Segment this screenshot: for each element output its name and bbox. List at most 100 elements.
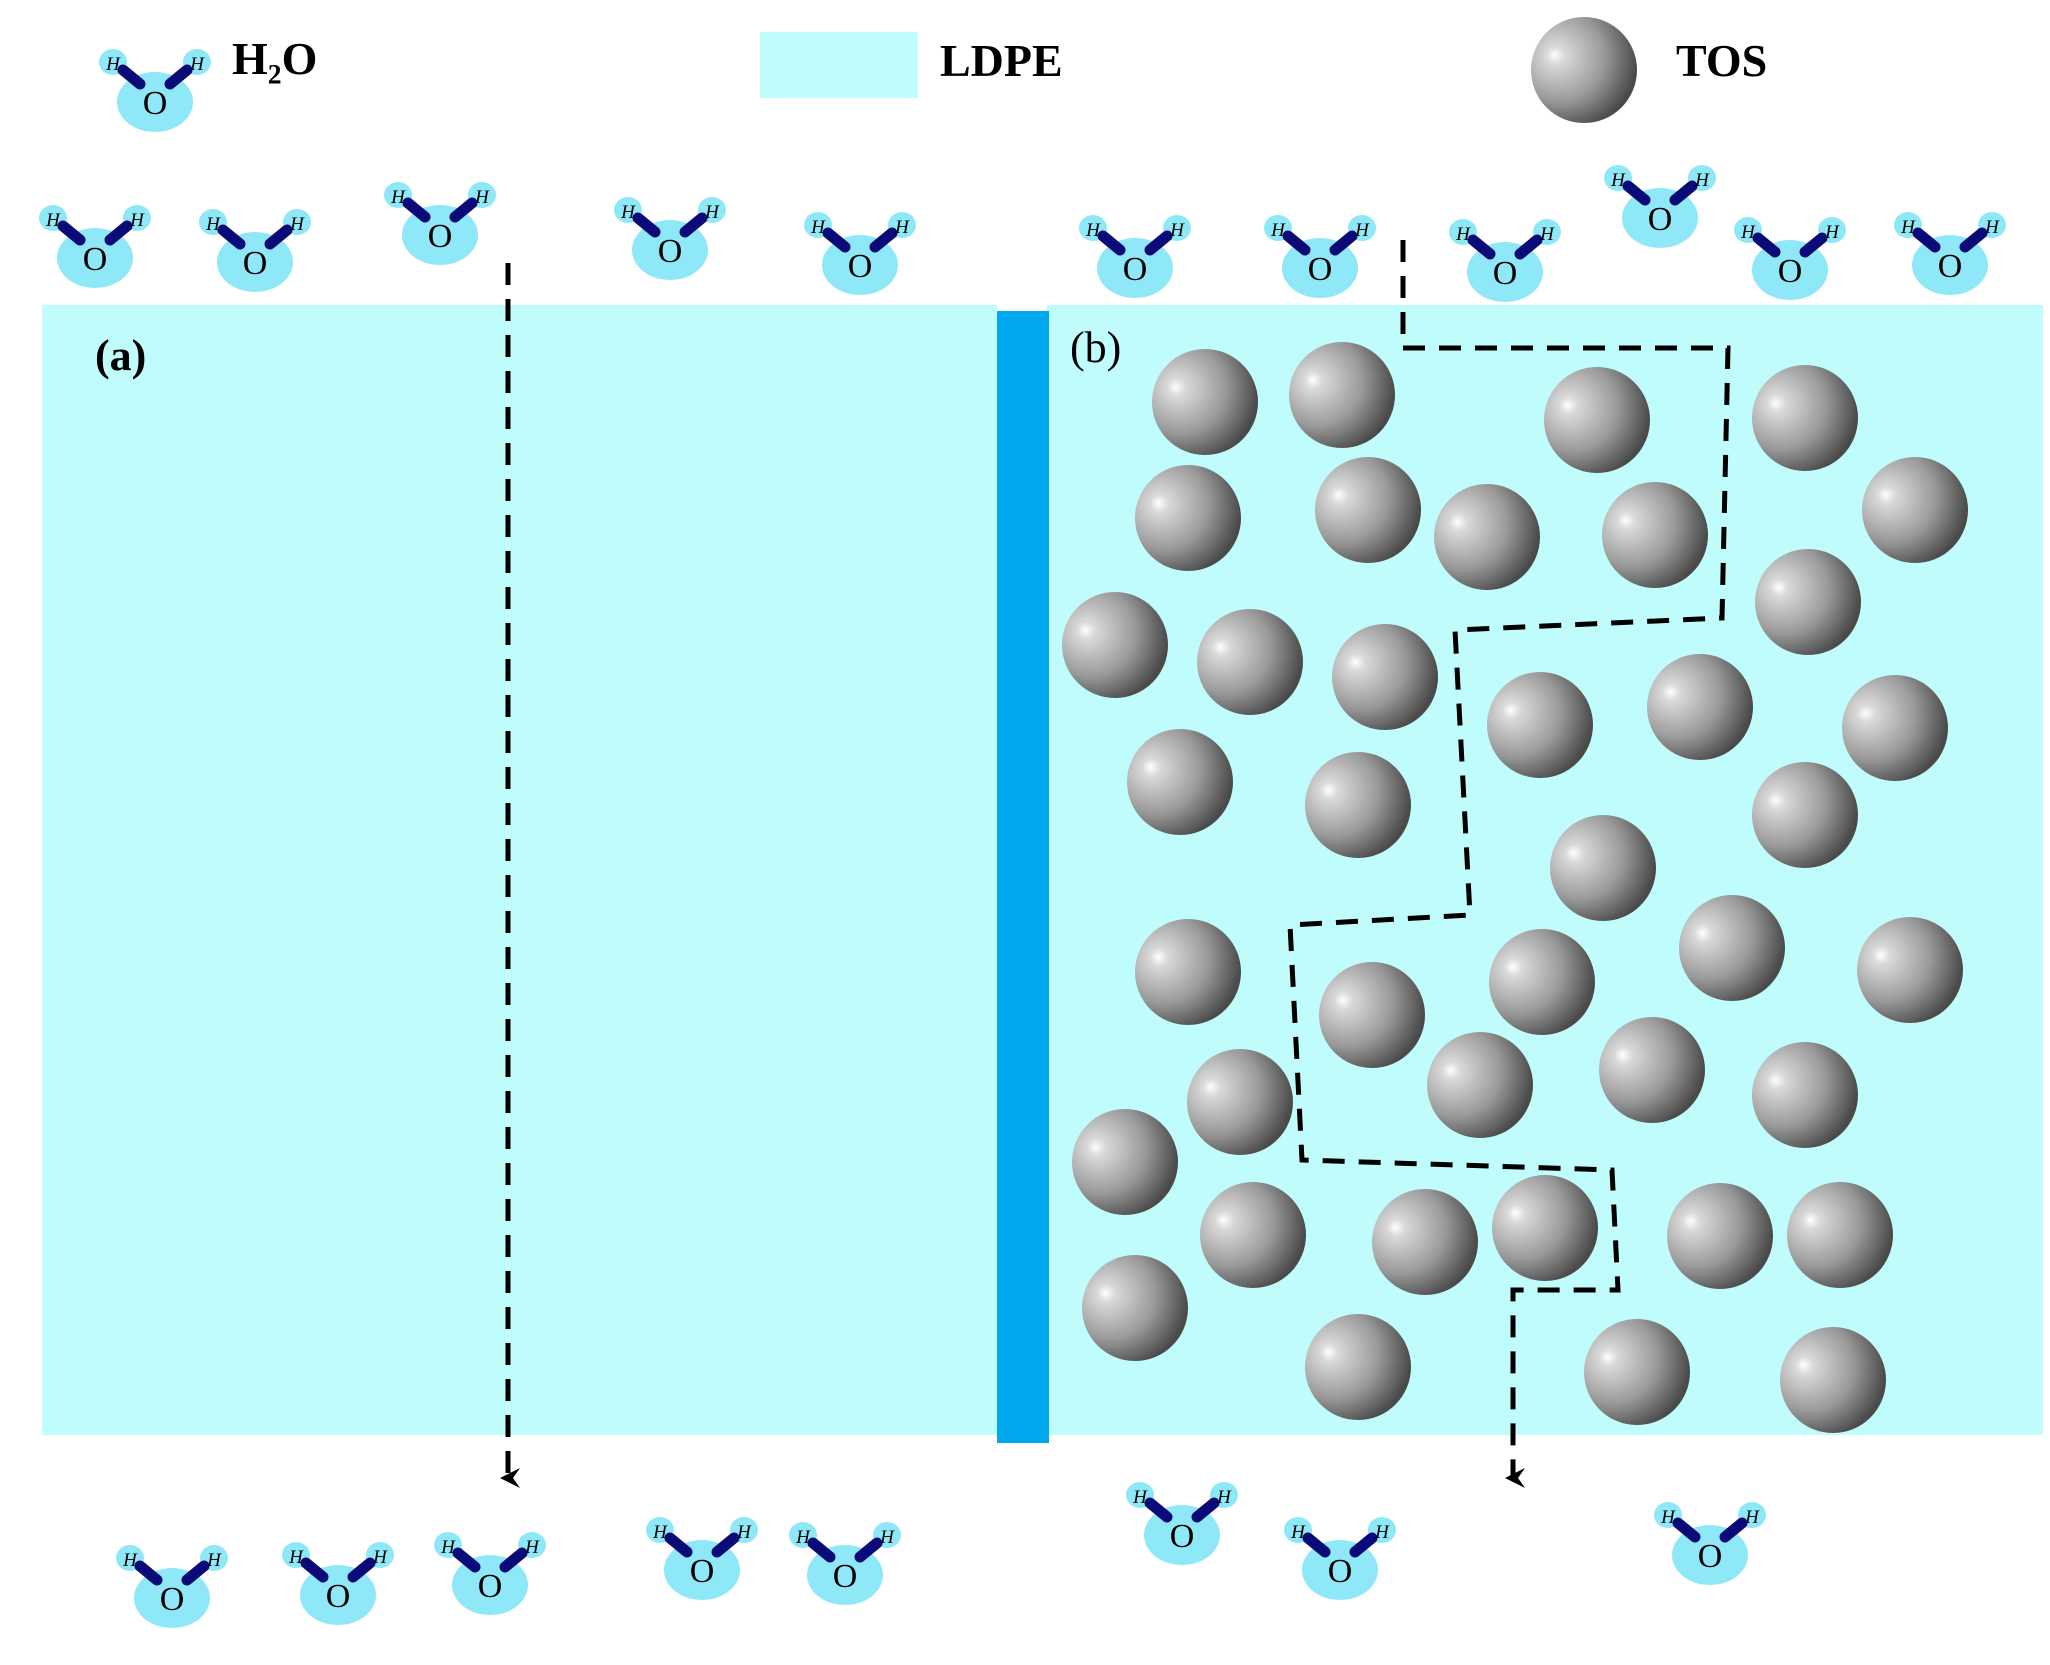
hydrogen-atom-label: H [1374,1522,1390,1543]
hydrogen-atom-label: H [1740,222,1756,243]
hydrogen-atom-label: H [894,217,910,238]
panel-divider [997,311,1049,1443]
hydrogen-atom-label: H [1610,170,1626,191]
water-molecule-icon: O H H [99,49,211,132]
tos-particle-icon [1842,675,1948,781]
hydrogen-atom-label: H [795,1527,811,1548]
tos-particle-icon [1072,1109,1178,1215]
tos-particle-icon [1857,917,1963,1023]
tos-particle-icon [1315,457,1421,563]
oxygen-atom-label: O [1123,251,1148,288]
hydrogen-atom-label: H [1660,1507,1676,1528]
oxygen-atom-label: O [690,1553,715,1590]
tos-particle-icon [1755,549,1861,655]
tos-particle-icon [1550,815,1656,921]
ldpe-swatch [760,32,918,98]
hydrogen-atom-label: H [879,1527,895,1548]
oxygen-atom-label: O [848,248,873,285]
tos-particle-icon [1135,919,1241,1025]
hydrogen-atom-label: H [704,202,720,223]
oxygen-atom-label: O [1308,251,1333,288]
hydrogen-atom-label: H [45,210,61,231]
legend-water: O H H H₂O [99,33,317,132]
hydrogen-atom-label: H [1169,220,1185,241]
hydrogen-atom-label: H [1694,170,1710,191]
tos-particle-icon [1434,484,1540,590]
svg-text:H: H [189,54,205,75]
svg-text:O: O [143,85,168,122]
tos-particle-icon [1599,1017,1705,1123]
panel-label-a: (a) [95,331,146,380]
oxygen-atom-label: O [658,233,683,270]
hydrogen-atom-label: H [1455,224,1471,245]
hydrogen-atom-label: H [810,217,826,238]
svg-text:H: H [105,54,121,75]
oxygen-atom-label: O [833,1558,858,1595]
hydrogen-atom-label: H [372,1547,388,1568]
tos-particle-icon [1319,962,1425,1068]
oxygen-atom-label: O [1778,253,1803,290]
hydrogen-atom-label: H [129,210,145,231]
tos-particle-icon [1752,365,1858,471]
tos-particle-icon [1305,1314,1411,1420]
tos-particle-icon [1197,609,1303,715]
tos-particle-icon [1135,465,1241,571]
tos-particle-icon [1602,482,1708,588]
tos-particle-icon [1544,367,1650,473]
tos-particle-icon [1531,17,1637,123]
tos-particle-icon [1289,342,1395,448]
hydrogen-atom-label: H [1984,217,2000,238]
panel-label-b: (b) [1070,323,1121,372]
hydrogen-atom-label: H [1900,217,1916,238]
legend-tos: TOS [1531,17,1767,123]
tos-particle-icon [1372,1189,1478,1295]
tos-particle-icon [1082,1255,1188,1361]
legend-tos-label: TOS [1676,35,1767,86]
hydrogen-atom-label: H [390,187,406,208]
hydrogen-atom-label: H [620,202,636,223]
hydrogen-atom-label: H [1354,220,1370,241]
hydrogen-atom-label: H [289,214,305,235]
hydrogen-atom-label: H [736,1522,752,1543]
tos-particle-icon [1752,762,1858,868]
tos-particle-icon [1487,672,1593,778]
hydrogen-atom-label: H [206,1550,222,1571]
oxygen-atom-label: O [1698,1538,1723,1575]
oxygen-atom-label: O [428,218,453,255]
hydrogen-atom-label: H [1290,1522,1306,1543]
tos-particle-icon [1127,729,1233,835]
hydrogen-atom-label: H [1132,1487,1148,1508]
oxygen-atom-label: O [243,245,268,282]
oxygen-atom-label: O [160,1581,185,1618]
oxygen-atom-label: O [1648,201,1673,238]
tos-particle-icon [1862,457,1968,563]
tos-particles [1062,342,1968,1433]
hydrogen-atom-label: H [122,1550,138,1571]
tos-particle-icon [1332,624,1438,730]
tos-particle-icon [1647,654,1753,760]
tos-particle-icon [1667,1183,1773,1289]
tos-particle-icon [1187,1049,1293,1155]
hydrogen-atom-label: H [652,1522,668,1543]
hydrogen-atom-label: H [205,214,221,235]
tos-particle-icon [1752,1042,1858,1148]
tos-particle-icon [1427,1032,1533,1138]
